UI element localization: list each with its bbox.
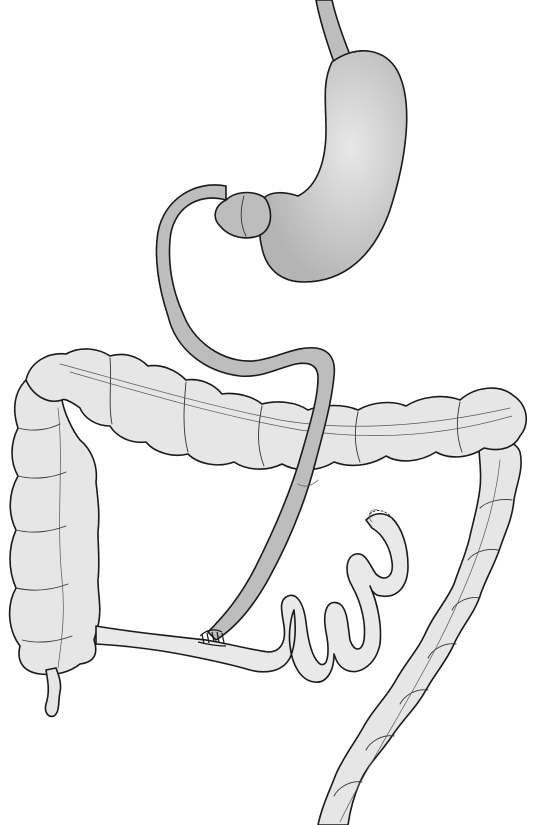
stomach [260,51,407,282]
ascending-colon [10,380,100,675]
appendix [45,668,60,716]
